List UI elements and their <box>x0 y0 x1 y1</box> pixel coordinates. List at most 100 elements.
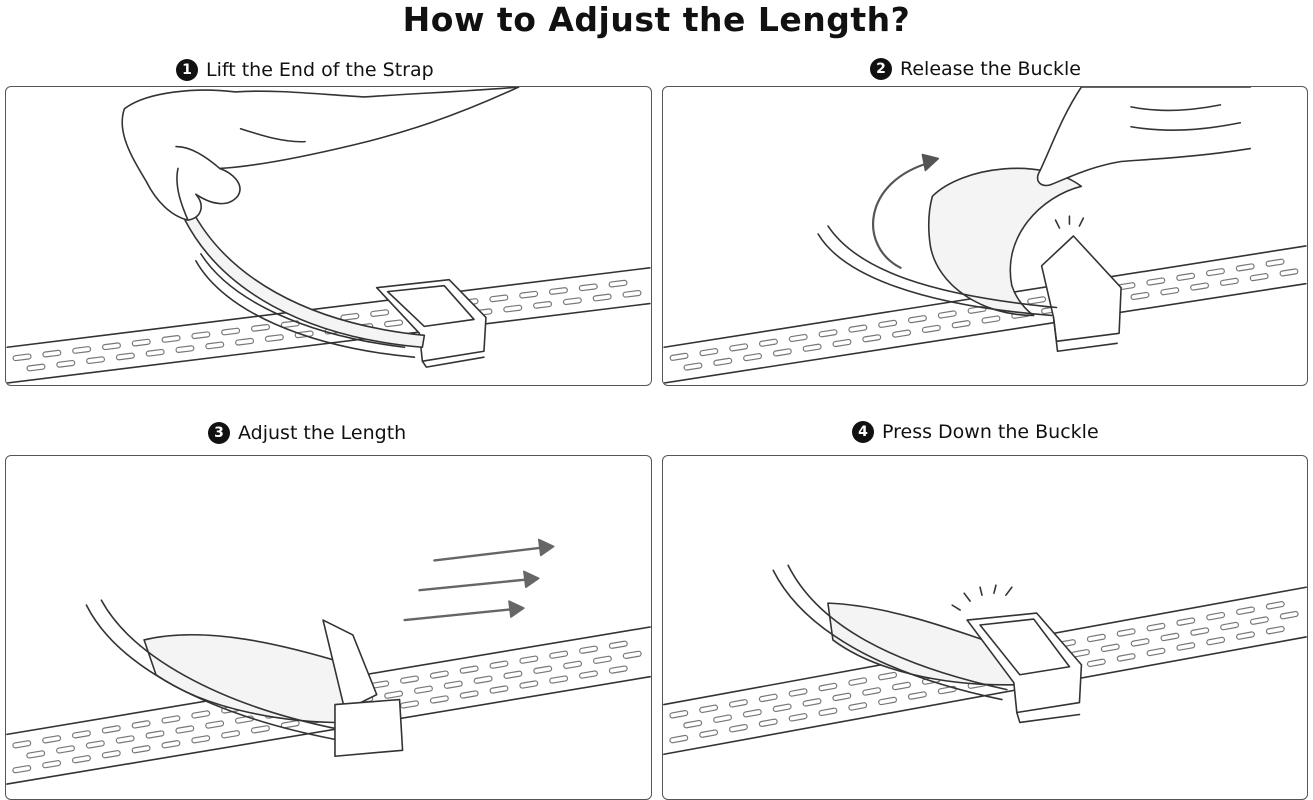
band-hole <box>205 720 225 729</box>
band-hole <box>892 329 912 338</box>
band-hole <box>1116 653 1136 662</box>
band-hole <box>563 660 583 669</box>
step-1-illustration <box>6 87 651 384</box>
step-3-label: 3 Adjust the Length <box>208 419 406 447</box>
band-hole <box>549 675 569 684</box>
band-hole <box>579 645 598 654</box>
step-2-label: 2 Release the Buckle <box>870 55 1081 83</box>
band-hole <box>728 723 748 733</box>
band-hole <box>145 348 165 357</box>
band-hole <box>340 312 360 321</box>
band-hole <box>608 665 628 674</box>
band-hole <box>743 353 763 362</box>
band-hole <box>101 725 121 734</box>
band-hole <box>878 319 898 328</box>
step-2-text: Release the Buckle <box>900 58 1081 80</box>
band-hole <box>848 677 868 686</box>
band-hole <box>1236 631 1255 640</box>
band-hole <box>235 715 254 724</box>
step-2-panel <box>662 86 1308 386</box>
band-hole <box>131 338 151 347</box>
band-hole <box>85 740 105 749</box>
band-hole <box>578 283 598 292</box>
strap-end <box>183 207 426 349</box>
band-hole <box>12 740 32 749</box>
band-hole <box>699 348 719 357</box>
band-hole <box>489 685 509 694</box>
band-hole <box>71 730 91 739</box>
band-hole <box>280 720 300 729</box>
band-hole <box>683 362 703 371</box>
band-hole <box>713 357 733 366</box>
band-hole <box>221 730 241 739</box>
buckle <box>1040 235 1122 343</box>
band-hole <box>1220 621 1240 631</box>
band-hole <box>742 709 762 718</box>
band-hole <box>42 735 62 744</box>
band-hole <box>115 352 135 361</box>
band-hole <box>788 688 808 697</box>
band-hole <box>489 294 509 303</box>
step-4-illustration <box>663 564 1307 756</box>
band-hole <box>562 297 582 306</box>
band-hole <box>832 692 852 702</box>
band-hole <box>1100 643 1120 653</box>
buckle <box>322 619 378 712</box>
band-hole <box>12 765 32 774</box>
band-hole <box>115 735 135 744</box>
band-hole <box>549 650 569 659</box>
band-hole <box>1235 263 1255 272</box>
band-hole <box>519 680 539 689</box>
band-hole <box>683 719 703 729</box>
step-4-panel <box>662 455 1308 800</box>
band-hole <box>1176 272 1196 281</box>
band-hole <box>788 333 808 343</box>
step-3-panel <box>5 455 652 800</box>
band-hole <box>384 319 404 328</box>
rotate-arrowhead <box>921 153 940 172</box>
band-hole <box>161 715 181 724</box>
band-hole <box>161 335 181 343</box>
band-hole <box>459 690 479 699</box>
band-hole <box>1206 636 1226 646</box>
pull-arrows <box>403 546 545 622</box>
band-hole <box>1146 647 1166 657</box>
band-hole <box>951 320 971 329</box>
band-hole <box>832 338 852 348</box>
band-hole <box>592 655 612 664</box>
band-hole <box>622 650 642 659</box>
band-hole <box>728 699 748 708</box>
band-hole <box>26 750 46 759</box>
band-hole <box>772 703 792 713</box>
band-hole <box>579 670 598 679</box>
band-hole <box>131 720 151 729</box>
step-1-text: Lift the End of the Strap <box>206 59 434 81</box>
band-hole <box>981 315 1001 324</box>
step-4-number: 4 <box>852 421 874 443</box>
band-hole <box>250 725 270 734</box>
band-hole <box>294 330 314 339</box>
band-hole <box>1190 282 1210 291</box>
band-hole <box>921 324 941 333</box>
hand <box>1036 87 1252 187</box>
band-hole <box>1086 633 1106 643</box>
step-1-number: 1 <box>176 59 198 81</box>
band-hole <box>818 682 838 692</box>
band-hole <box>250 323 270 332</box>
band-hole <box>758 718 778 728</box>
band-hole <box>205 341 225 350</box>
band-hole <box>56 359 76 368</box>
band-hole <box>788 713 808 722</box>
band-hole <box>1176 617 1196 626</box>
band-hole <box>1219 277 1239 286</box>
band-hole <box>370 309 390 317</box>
band-hole <box>459 665 479 674</box>
band-hole <box>235 337 255 346</box>
band-hole <box>503 304 523 313</box>
band-hole <box>175 725 195 734</box>
band-hole <box>191 710 211 719</box>
band-hole <box>1146 622 1166 632</box>
band-hole <box>101 750 121 759</box>
band-hole <box>413 685 433 694</box>
band-hole <box>42 349 62 358</box>
